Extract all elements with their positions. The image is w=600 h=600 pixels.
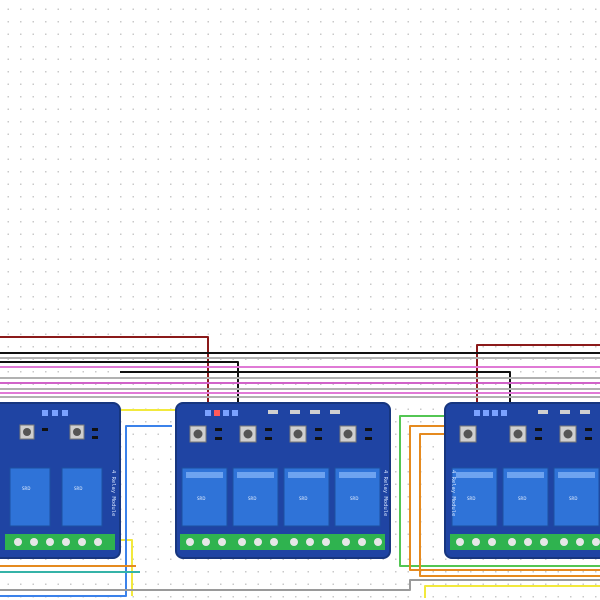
svg-text:SRD: SRD xyxy=(248,496,256,501)
svg-text:SRD: SRD xyxy=(467,496,475,501)
relay-2-2: SRD xyxy=(232,467,279,527)
relay-3-1: SRD xyxy=(451,467,498,527)
header-pins[interactable] xyxy=(42,410,68,416)
wire-black-3[interactable] xyxy=(120,371,511,414)
svg-text:SRD: SRD xyxy=(350,496,358,501)
relay-3-3: SRD xyxy=(553,467,600,527)
header-pins[interactable] xyxy=(205,410,238,416)
relay-2-3: SRD xyxy=(283,467,330,527)
svg-text:SRD: SRD xyxy=(299,496,307,501)
module-label-3: 4 Relay Module xyxy=(450,470,456,516)
wire-blue-1[interactable] xyxy=(0,425,172,597)
wire-green-1[interactable] xyxy=(399,415,600,567)
svg-text:SRD: SRD xyxy=(569,496,577,501)
svg-text:SRD: SRD xyxy=(518,496,526,501)
relay-1-1: SRD xyxy=(9,467,51,527)
header-pins[interactable] xyxy=(474,410,507,416)
svg-text:SRD: SRD xyxy=(22,486,30,491)
relay-module-1[interactable]: SRD SRD 4 Relay Module xyxy=(0,402,121,559)
module-label-2: 4 Relay Module xyxy=(382,470,388,516)
relay-2-4: SRD xyxy=(334,467,381,527)
wire-yellow-3[interactable] xyxy=(424,585,600,598)
relay-2-1: SRD xyxy=(181,467,228,527)
svg-text:SRD: SRD xyxy=(74,486,82,491)
module-label-1: 4 Relay Module xyxy=(110,470,116,516)
svg-text:SRD: SRD xyxy=(197,496,205,501)
relay-module-2[interactable]: SRD SRD SRD SRD xyxy=(175,402,391,559)
wire-red-2[interactable] xyxy=(476,344,600,414)
relay-3-2: SRD xyxy=(502,467,549,527)
relay-module-3[interactable]: SRD SRD SRD 4 Relay Module xyxy=(444,402,600,559)
wire-gray-5[interactable] xyxy=(0,579,600,591)
relay-1-2: SRD xyxy=(61,467,103,527)
